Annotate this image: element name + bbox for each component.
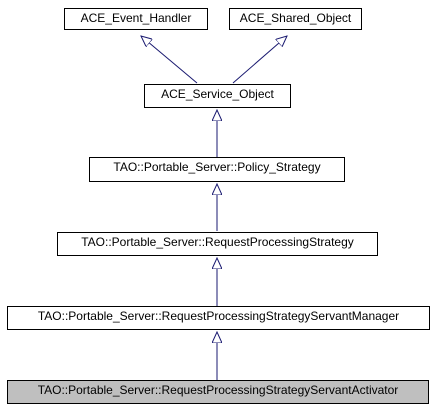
class-node-rps-servant-manager[interactable]: TAO::Portable_Server::RequestProcessingS… xyxy=(7,306,430,330)
class-label: TAO::Portable_Server::RequestProcessingS… xyxy=(37,309,400,323)
class-label: TAO::Portable_Server::RequestProcessingS… xyxy=(81,235,354,249)
class-label: TAO::Portable_Server::RequestProcessingS… xyxy=(37,383,399,397)
edge-service-object-to-event-handler xyxy=(141,36,198,84)
class-label: ACE_Service_Object xyxy=(161,87,274,101)
class-node-ace-service-object[interactable]: ACE_Service_Object xyxy=(144,84,291,108)
class-label: TAO::Portable_Server::Policy_Strategy xyxy=(113,160,321,174)
class-label: ACE_Event_Handler xyxy=(80,11,192,25)
class-node-request-processing-strategy[interactable]: TAO::Portable_Server::RequestProcessingS… xyxy=(57,232,378,256)
class-node-rps-servant-activator: TAO::Portable_Server::RequestProcessingS… xyxy=(7,380,429,404)
edge-service-object-to-shared-object xyxy=(232,36,287,84)
class-node-ace-shared-object[interactable]: ACE_Shared_Object xyxy=(229,8,362,30)
class-node-ace-event-handler[interactable]: ACE_Event_Handler xyxy=(64,8,208,30)
class-node-policy-strategy[interactable]: TAO::Portable_Server::Policy_Strategy xyxy=(89,157,345,182)
class-label: ACE_Shared_Object xyxy=(239,11,352,25)
